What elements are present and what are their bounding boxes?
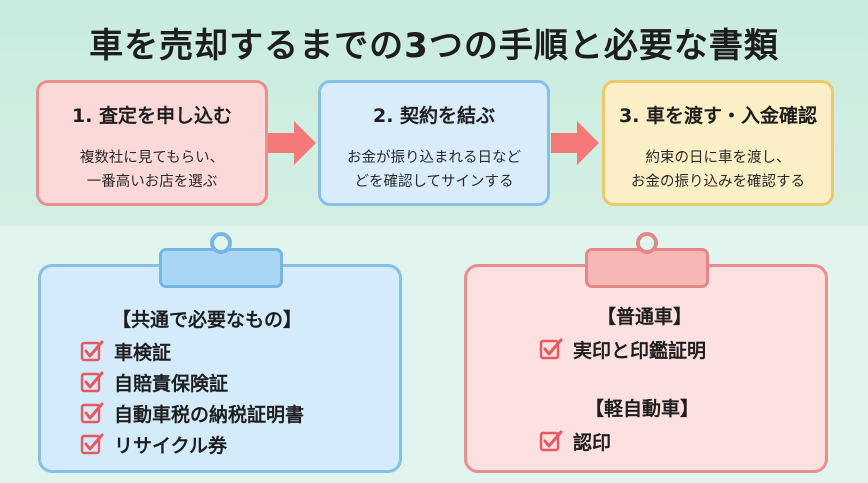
step-1-description: 複数社に見てもらい、 一番高いお店を選ぶ: [79, 150, 225, 190]
step-1-title: 1. 査定を申し込む: [71, 105, 233, 127]
page-title: 車を売却するまでの3つの手順と必要な書類: [89, 26, 779, 66]
checkbox-checked-icon: [80, 340, 104, 362]
checkbox-checked-icon: [539, 338, 563, 360]
common-item: 自賠責保険証: [80, 368, 228, 396]
common-item: 車検証: [80, 337, 171, 365]
checkbox-checked-icon: [80, 433, 104, 455]
step-3-box: 3. 車を渡す・入金確認 約束の日に車を渡し、 お金の振り込みを確認する: [602, 80, 834, 206]
checkbox-checked-icon: [80, 371, 104, 393]
common-item: リサイクル券: [80, 430, 227, 458]
regular-car-heading: 【普通車】: [597, 306, 693, 328]
step-2-box: 2. 契約を結ぶ お金が振り込まれる日など どを確認してサインする: [318, 80, 550, 206]
step-2-description: お金が振り込まれる日など どを確認してサインする: [347, 150, 521, 190]
arrow-right-icon: [551, 121, 599, 165]
checkbox-checked-icon: [539, 430, 563, 452]
common-item-label: 車検証: [114, 341, 172, 364]
clipboard-ring-icon: [210, 232, 232, 254]
step-2-title: 2. 契約を結ぶ: [372, 105, 496, 127]
checkbox-checked-icon: [80, 402, 104, 424]
light-car-heading: 【軽自動車】: [585, 398, 700, 420]
light-car-item: 認印: [539, 427, 611, 455]
light-car-item-label: 認印: [573, 431, 612, 454]
regular-car-item-label: 実印と印鑑証明: [573, 339, 707, 362]
vehicle-specific-documents-board: [464, 264, 828, 473]
step-3-title: 3. 車を渡す・入金確認: [618, 105, 818, 127]
common-item-label: 自動車税の納税証明書: [114, 403, 305, 426]
common-item: 自動車税の納税証明書: [80, 399, 304, 427]
common-heading: 【共通で必要なもの】: [112, 309, 303, 331]
arrow-right-icon: [268, 121, 316, 165]
clipboard-clip-icon: [585, 248, 709, 288]
step-1-box: 1. 査定を申し込む 複数社に見てもらい、 一番高いお店を選ぶ: [36, 80, 268, 206]
regular-car-item: 実印と印鑑証明: [539, 335, 706, 363]
clipboard-clip-icon: [159, 248, 283, 288]
clipboard-ring-icon: [636, 232, 658, 254]
common-item-label: リサイクル券: [114, 434, 228, 457]
step-3-description: 約束の日に車を渡し、 お金の振り込みを確認する: [631, 150, 805, 190]
common-item-label: 自賠責保険証: [114, 372, 229, 395]
